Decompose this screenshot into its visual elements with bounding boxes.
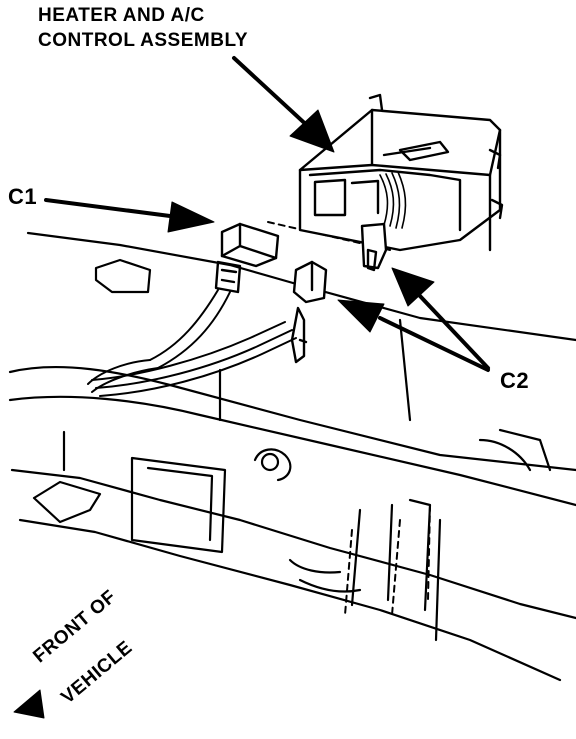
c2-connector-assembly xyxy=(292,224,386,362)
c1-connector xyxy=(216,224,278,292)
front-direction-arrow xyxy=(14,690,44,718)
c2-arrow-lower xyxy=(338,300,488,370)
c2-arrow-upper xyxy=(392,268,488,368)
assembly-label-line1: HEATER AND A/C xyxy=(38,5,205,26)
c1-arrow xyxy=(46,200,214,232)
dash-panel xyxy=(10,233,576,680)
assembly-arrow xyxy=(234,58,334,152)
c2-label: C2 xyxy=(500,368,530,393)
c1-wire-harness xyxy=(88,290,296,396)
assembly-wire-harness xyxy=(380,172,405,228)
assembly-label-line2: CONTROL ASSEMBLY xyxy=(38,30,248,51)
c1-label: C1 xyxy=(8,184,38,209)
leader-arrows xyxy=(14,58,488,718)
control-assembly xyxy=(300,95,502,250)
